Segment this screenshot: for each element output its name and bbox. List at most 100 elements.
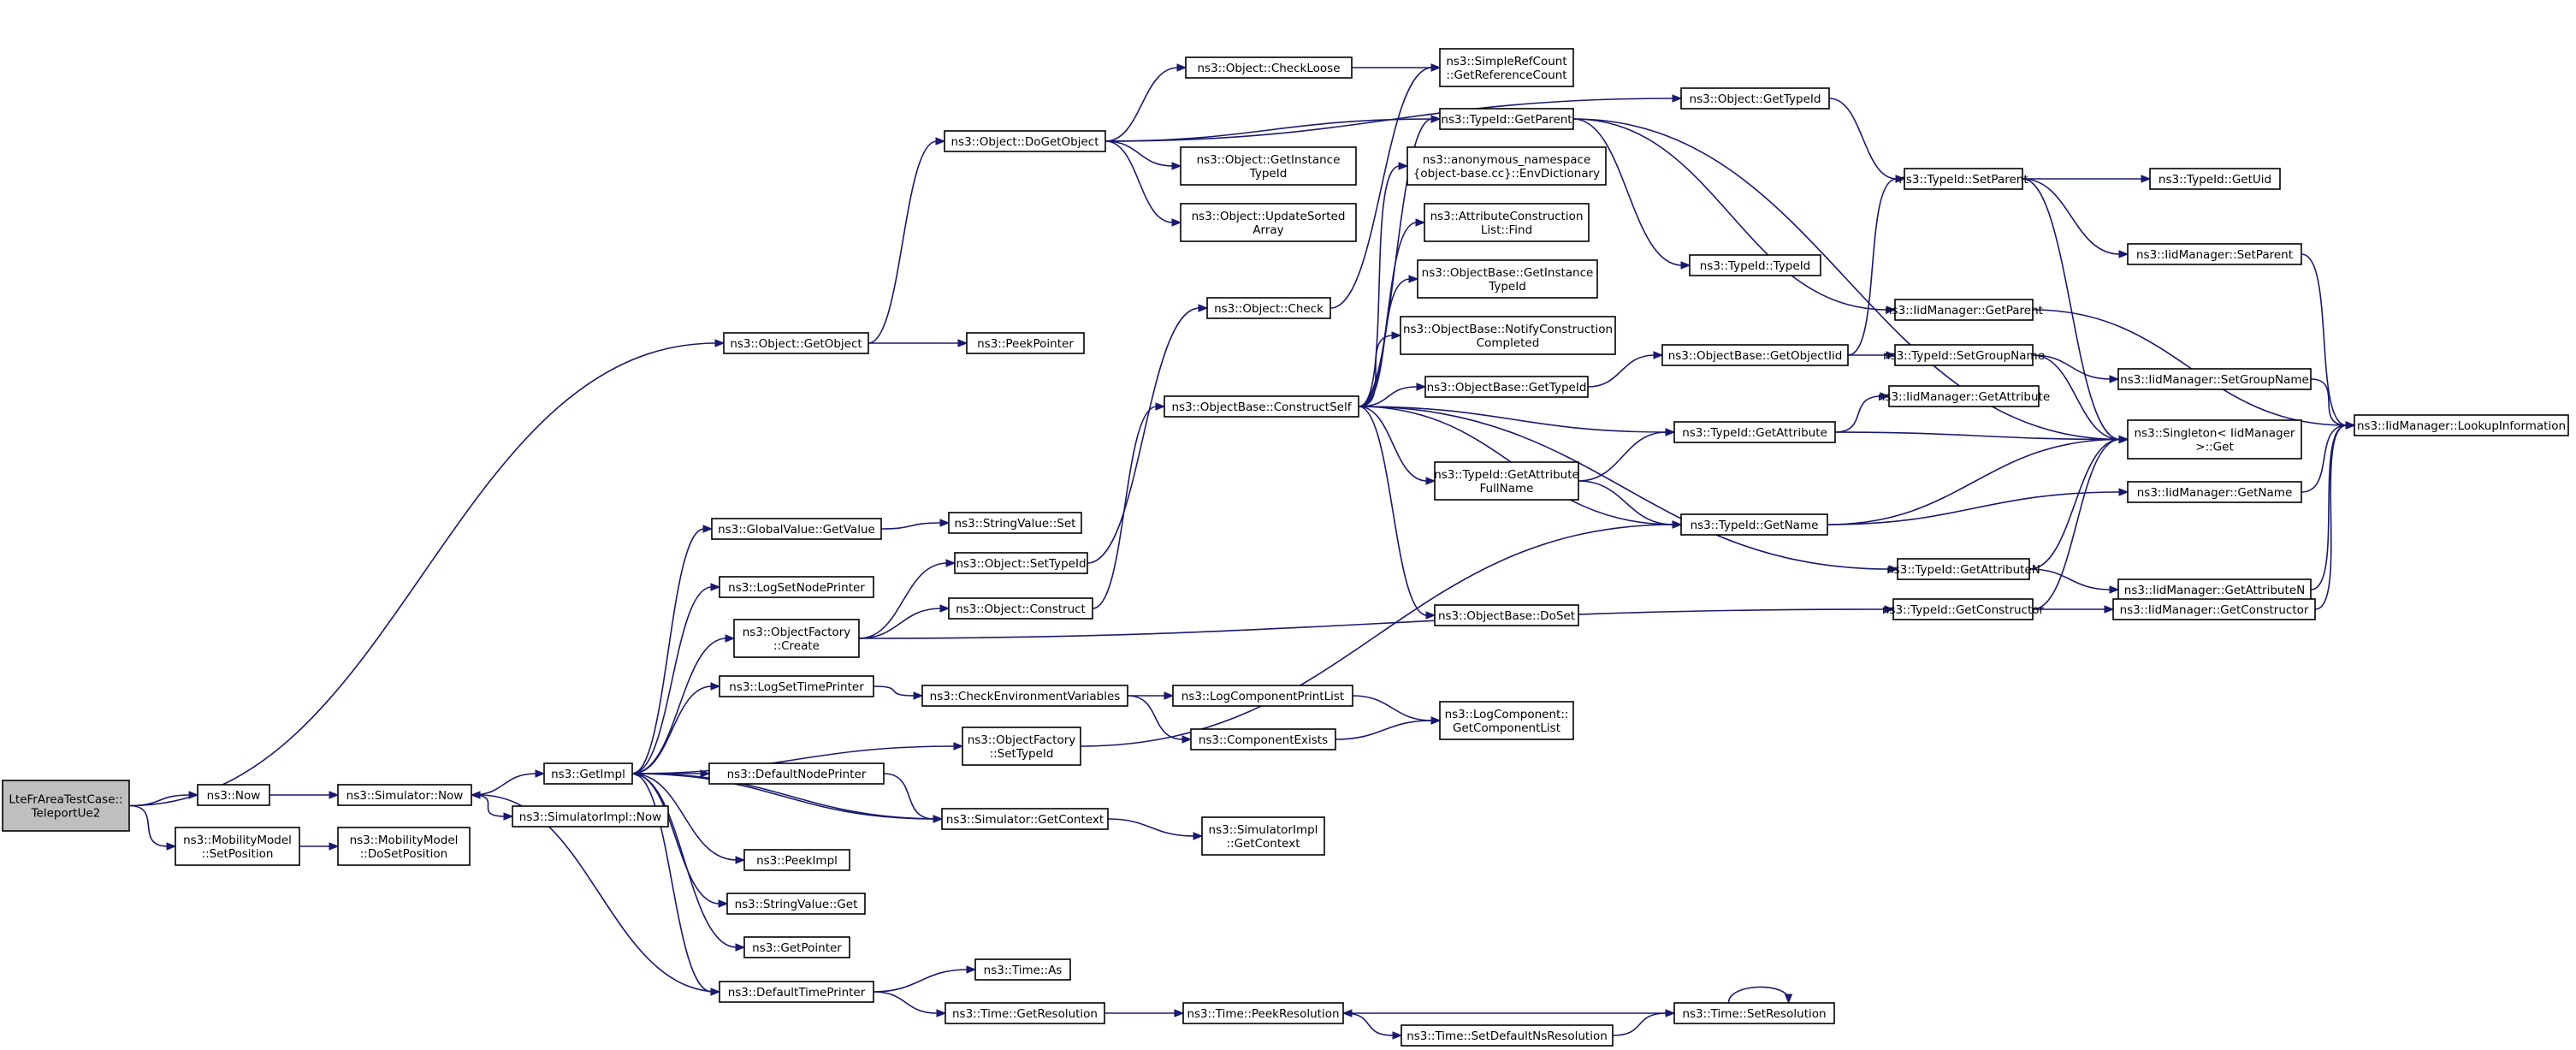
function-node-tidGetAttrN[interactable]: ns3::TypeId::GetAttributeN <box>1886 558 2040 580</box>
edge-line <box>1107 818 1195 837</box>
function-node-simGetContext[interactable]: ns3::Simulator::GetContext <box>941 808 1109 830</box>
function-node-iidGetCtor[interactable]: ns3::IidManager::GetConstructor <box>2112 598 2316 620</box>
function-node-iidGetParent[interactable]: ns3::IidManager::GetParent <box>1885 299 2043 321</box>
function-node-obGetObjectIid[interactable]: ns3::ObjectBase::GetObjectIid <box>1661 344 1849 366</box>
function-node-simImplNow[interactable]: ns3::SimulatorImpl::Now <box>512 805 669 828</box>
edge-line <box>2032 354 2111 380</box>
function-node-tidSetGroup[interactable]: ns3::TypeId::SetGroupName <box>1883 344 2045 366</box>
function-node-label: ns3::ObjectBase::GetTypeId <box>1427 381 1587 394</box>
function-node-svSet[interactable]: ns3::StringValue::Set <box>948 512 1082 534</box>
function-node-label: ns3::IidManager::SetGroupName <box>2120 373 2309 387</box>
function-node-checkEnv[interactable]: ns3::CheckEnvironmentVariables <box>921 685 1128 707</box>
function-node-logSetTime[interactable]: ns3::LogSetTimePrinter <box>719 675 874 697</box>
call-edge-simNow-to-getImpl <box>471 769 546 796</box>
function-node-timeAs[interactable]: ns3::Time::As <box>974 958 1071 981</box>
function-node-box <box>1434 461 1579 501</box>
function-node-box <box>1439 48 1574 87</box>
edge-line <box>1827 438 2121 525</box>
function-node-peekImpl[interactable]: ns3::PeekImpl <box>743 849 850 871</box>
function-node-logCompGetList[interactable]: ns3::LogComponent::GetComponentList <box>1439 701 1574 740</box>
function-node-tidGetCtor[interactable]: ns3::TypeId::GetConstructor <box>1882 598 2045 620</box>
function-node-obNotify[interactable]: ns3::ObjectBase::NotifyConstructionCompl… <box>1400 316 1616 355</box>
function-node-tidSetParent[interactable]: ns3::TypeId::SetParent <box>1898 168 2028 190</box>
function-node-getPointer[interactable]: ns3::GetPointer <box>743 936 850 958</box>
function-node-label: ns3::GetImpl <box>551 768 625 781</box>
function-node-tidGetAttr[interactable]: ns3::TypeId::GetAttribute <box>1673 421 1836 443</box>
function-node-objConstruct[interactable]: ns3::Object::Construct <box>948 597 1093 620</box>
function-node-iidLookup[interactable]: ns3::IidManager::LookupInformation <box>2354 414 2569 436</box>
edge-line <box>2032 354 2121 441</box>
call-edge-objGetTid-to-tidSetParent <box>1828 98 1906 183</box>
function-node-box <box>1190 728 1336 750</box>
function-node-svGet[interactable]: ns3::StringValue::Get <box>726 893 866 915</box>
function-node-box <box>945 1002 1105 1024</box>
function-node-root[interactable]: LteFrAreaTestCase::TeleportUe2 <box>2 780 130 832</box>
function-node-logSetNode[interactable]: ns3::LogSetNodePrinter <box>719 576 874 598</box>
function-node-doGetObject[interactable]: ns3::Object::DoGetObject <box>944 130 1106 152</box>
function-node-timePeekRes[interactable]: ns3::Time::PeekResolution <box>1182 1002 1344 1024</box>
function-node-box <box>944 130 1106 152</box>
function-node-mmSetPos[interactable]: ns3::MobilityModel::SetPosition <box>175 827 300 866</box>
function-node-getImpl[interactable]: ns3::GetImpl <box>543 762 633 785</box>
function-node-timeSetDefNs[interactable]: ns3::Time::SetDefaultNsResolution <box>1401 1024 1614 1047</box>
call-edge-getImpl-to-logSetNode <box>631 583 721 774</box>
edge-arrowhead <box>188 791 199 799</box>
function-node-logCompPrint[interactable]: ns3::LogComponentPrintList <box>1172 685 1353 707</box>
function-node-obConstructSelf[interactable]: ns3::ObjectBase::ConstructSelf <box>1164 395 1359 418</box>
function-node-singletonGet[interactable]: ns3::Singleton< IidManager>::Get <box>2127 419 2302 460</box>
function-node-objSetTid[interactable]: ns3::Object::SetTypeId <box>954 552 1088 574</box>
function-node-objGetObject[interactable]: ns3::Object::GetObject <box>723 332 869 354</box>
function-node-gvGetValue[interactable]: ns3::GlobalValue::GetValue <box>711 518 882 540</box>
function-node-defNodePrinter[interactable]: ns3::DefaultNodePrinter <box>708 762 885 785</box>
function-node-box <box>1164 395 1359 418</box>
function-node-obGetTid[interactable]: ns3::ObjectBase::GetTypeId <box>1424 376 1589 398</box>
function-node-obDoSet[interactable]: ns3::ObjectBase::DoSet <box>1434 604 1579 626</box>
function-node-ofCreate[interactable]: ns3::ObjectFactory::Create <box>733 619 860 658</box>
function-node-simImplGetContext[interactable]: ns3::SimulatorImpl::GetContext <box>1201 816 1325 856</box>
edge-arrowhead <box>1430 63 1442 72</box>
function-node-tidGetUid[interactable]: ns3::TypeId::GetUid <box>2149 168 2281 190</box>
edge-arrowhead <box>735 943 746 952</box>
function-node-tidGetParent[interactable]: ns3::TypeId::GetParent <box>1439 108 1574 130</box>
function-node-defTimePrinter[interactable]: ns3::DefaultTimePrinter <box>719 981 874 1003</box>
edge-line <box>128 794 191 807</box>
function-node-iidSetParent[interactable]: ns3::IidManager::SetParent <box>2127 243 2302 265</box>
function-node-anonEnv[interactable]: ns3::anonymous_namespace{object-base.cc}… <box>1406 146 1607 186</box>
function-node-objGetTid[interactable]: ns3::Object::GetTypeId <box>1680 87 1830 110</box>
function-node-objCheck[interactable]: ns3::Object::Check <box>1206 297 1331 319</box>
function-node-label: ns3::ObjectBase::NotifyConstruction <box>1403 323 1613 336</box>
function-node-srcGetRef[interactable]: ns3::SimpleRefCount::GetReferenceCount <box>1439 48 1574 87</box>
function-node-iidGetAttrN[interactable]: ns3::IidManager::GetAttributeN <box>2117 578 2312 601</box>
edge-arrowhead <box>1198 304 1209 312</box>
call-edge-tidSetParent-to-iidSetParent <box>2022 178 2129 258</box>
function-node-now[interactable]: ns3::Now <box>197 784 270 806</box>
function-node-checkLoose[interactable]: ns3::Object::CheckLoose <box>1185 56 1353 79</box>
edge-line <box>631 685 713 774</box>
function-node-label: GetComponentList <box>1453 721 1560 735</box>
function-node-ofSetTid[interactable]: ns3::ObjectFactory::SetTypeId <box>962 727 1081 766</box>
call-edge-checkLoose-to-srcGetRef <box>1352 63 1442 72</box>
function-node-iidGetAttr[interactable]: ns3::IidManager::GetAttribute <box>1878 385 2050 407</box>
function-node-iidGetName[interactable]: ns3::IidManager::GetName <box>2127 481 2302 503</box>
function-node-mmDoSetPos[interactable]: ns3::MobilityModel::DoSetPosition <box>337 827 471 866</box>
function-node-timeSetRes[interactable]: ns3::Time::SetResolution <box>1673 1002 1835 1024</box>
edge-line <box>1358 165 1401 407</box>
function-node-peekPointer[interactable]: ns3::PeekPointer <box>966 332 1085 354</box>
function-node-simNow[interactable]: ns3::Simulator::Now <box>337 784 472 806</box>
function-node-timeGetRes[interactable]: ns3::Time::GetResolution <box>945 1002 1105 1024</box>
function-node-compExists[interactable]: ns3::ComponentExists <box>1190 728 1336 750</box>
function-node-tidTypeId[interactable]: ns3::TypeId::TypeId <box>1689 254 1821 276</box>
function-node-iidSetGroup[interactable]: ns3::IidManager::SetGroupName <box>2117 368 2312 390</box>
call-edges <box>128 63 2356 1040</box>
call-edge-checkEnv-to-logCompPrint <box>1128 691 1175 700</box>
edge-arrowhead <box>2109 585 2120 594</box>
call-edge-mmSetPos-to-mmDoSetPos <box>299 842 340 851</box>
function-node-tidGetName[interactable]: ns3::TypeId::GetName <box>1680 513 1828 536</box>
function-node-label: ::DoSetPosition <box>360 847 447 861</box>
edge-arrowhead <box>710 583 721 591</box>
